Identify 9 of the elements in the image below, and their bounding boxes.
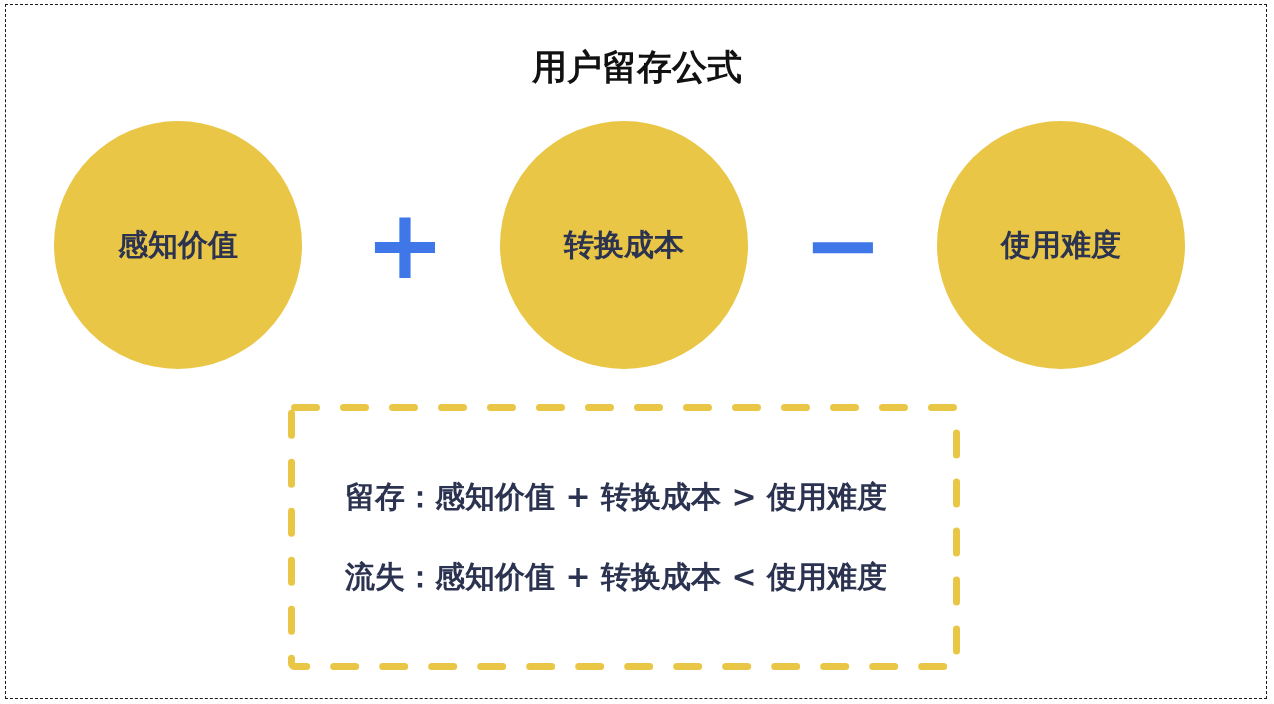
operator-sign: + [364, 213, 446, 277]
dashed-box [288, 404, 960, 670]
formula-text: 留存：感知价值 + 转换成本 > 使用难度 [345, 479, 888, 515]
factor-label: 感知价值 [118, 227, 238, 263]
operator-sign: − [802, 213, 884, 277]
factor-label: 使用难度 [1001, 227, 1121, 263]
diagram-title: 用户留存公式 [532, 46, 742, 88]
formula-text: 流失：感知价值 + 转换成本 < 使用难度 [345, 559, 888, 595]
factor-label: 转换成本 [564, 227, 684, 263]
